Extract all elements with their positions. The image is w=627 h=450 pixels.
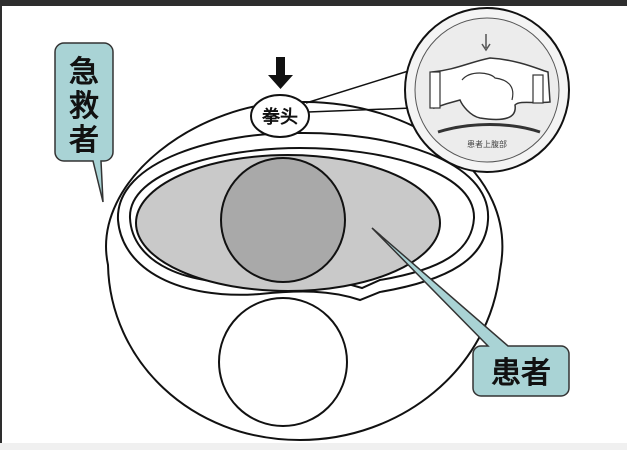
down-arrow-icon (268, 57, 293, 89)
fist-marker (250, 94, 310, 138)
rescuer-label-char: 救 (69, 89, 99, 124)
patient-label: 患者 (491, 356, 551, 391)
rescuer-label-char: 者 (69, 123, 99, 158)
fist-label: 拳头 (261, 106, 298, 128)
left-frame-bar (0, 0, 2, 450)
rescuer-callout (54, 42, 114, 203)
rescuer-label-char: 急 (69, 55, 99, 90)
rescuer-head (218, 297, 348, 427)
patient-head (220, 157, 346, 283)
patient-callout (371, 227, 570, 397)
top-frame-bar (0, 0, 627, 6)
bottom-frame-strip (0, 443, 627, 450)
inset-down-arrow-icon (481, 34, 491, 52)
inset-connector-line (307, 107, 413, 113)
inset-caption: 患者上腹部 (467, 139, 507, 149)
fist-detail-inset: 患者上腹部 (404, 7, 570, 173)
inset-connector-line (305, 67, 419, 104)
